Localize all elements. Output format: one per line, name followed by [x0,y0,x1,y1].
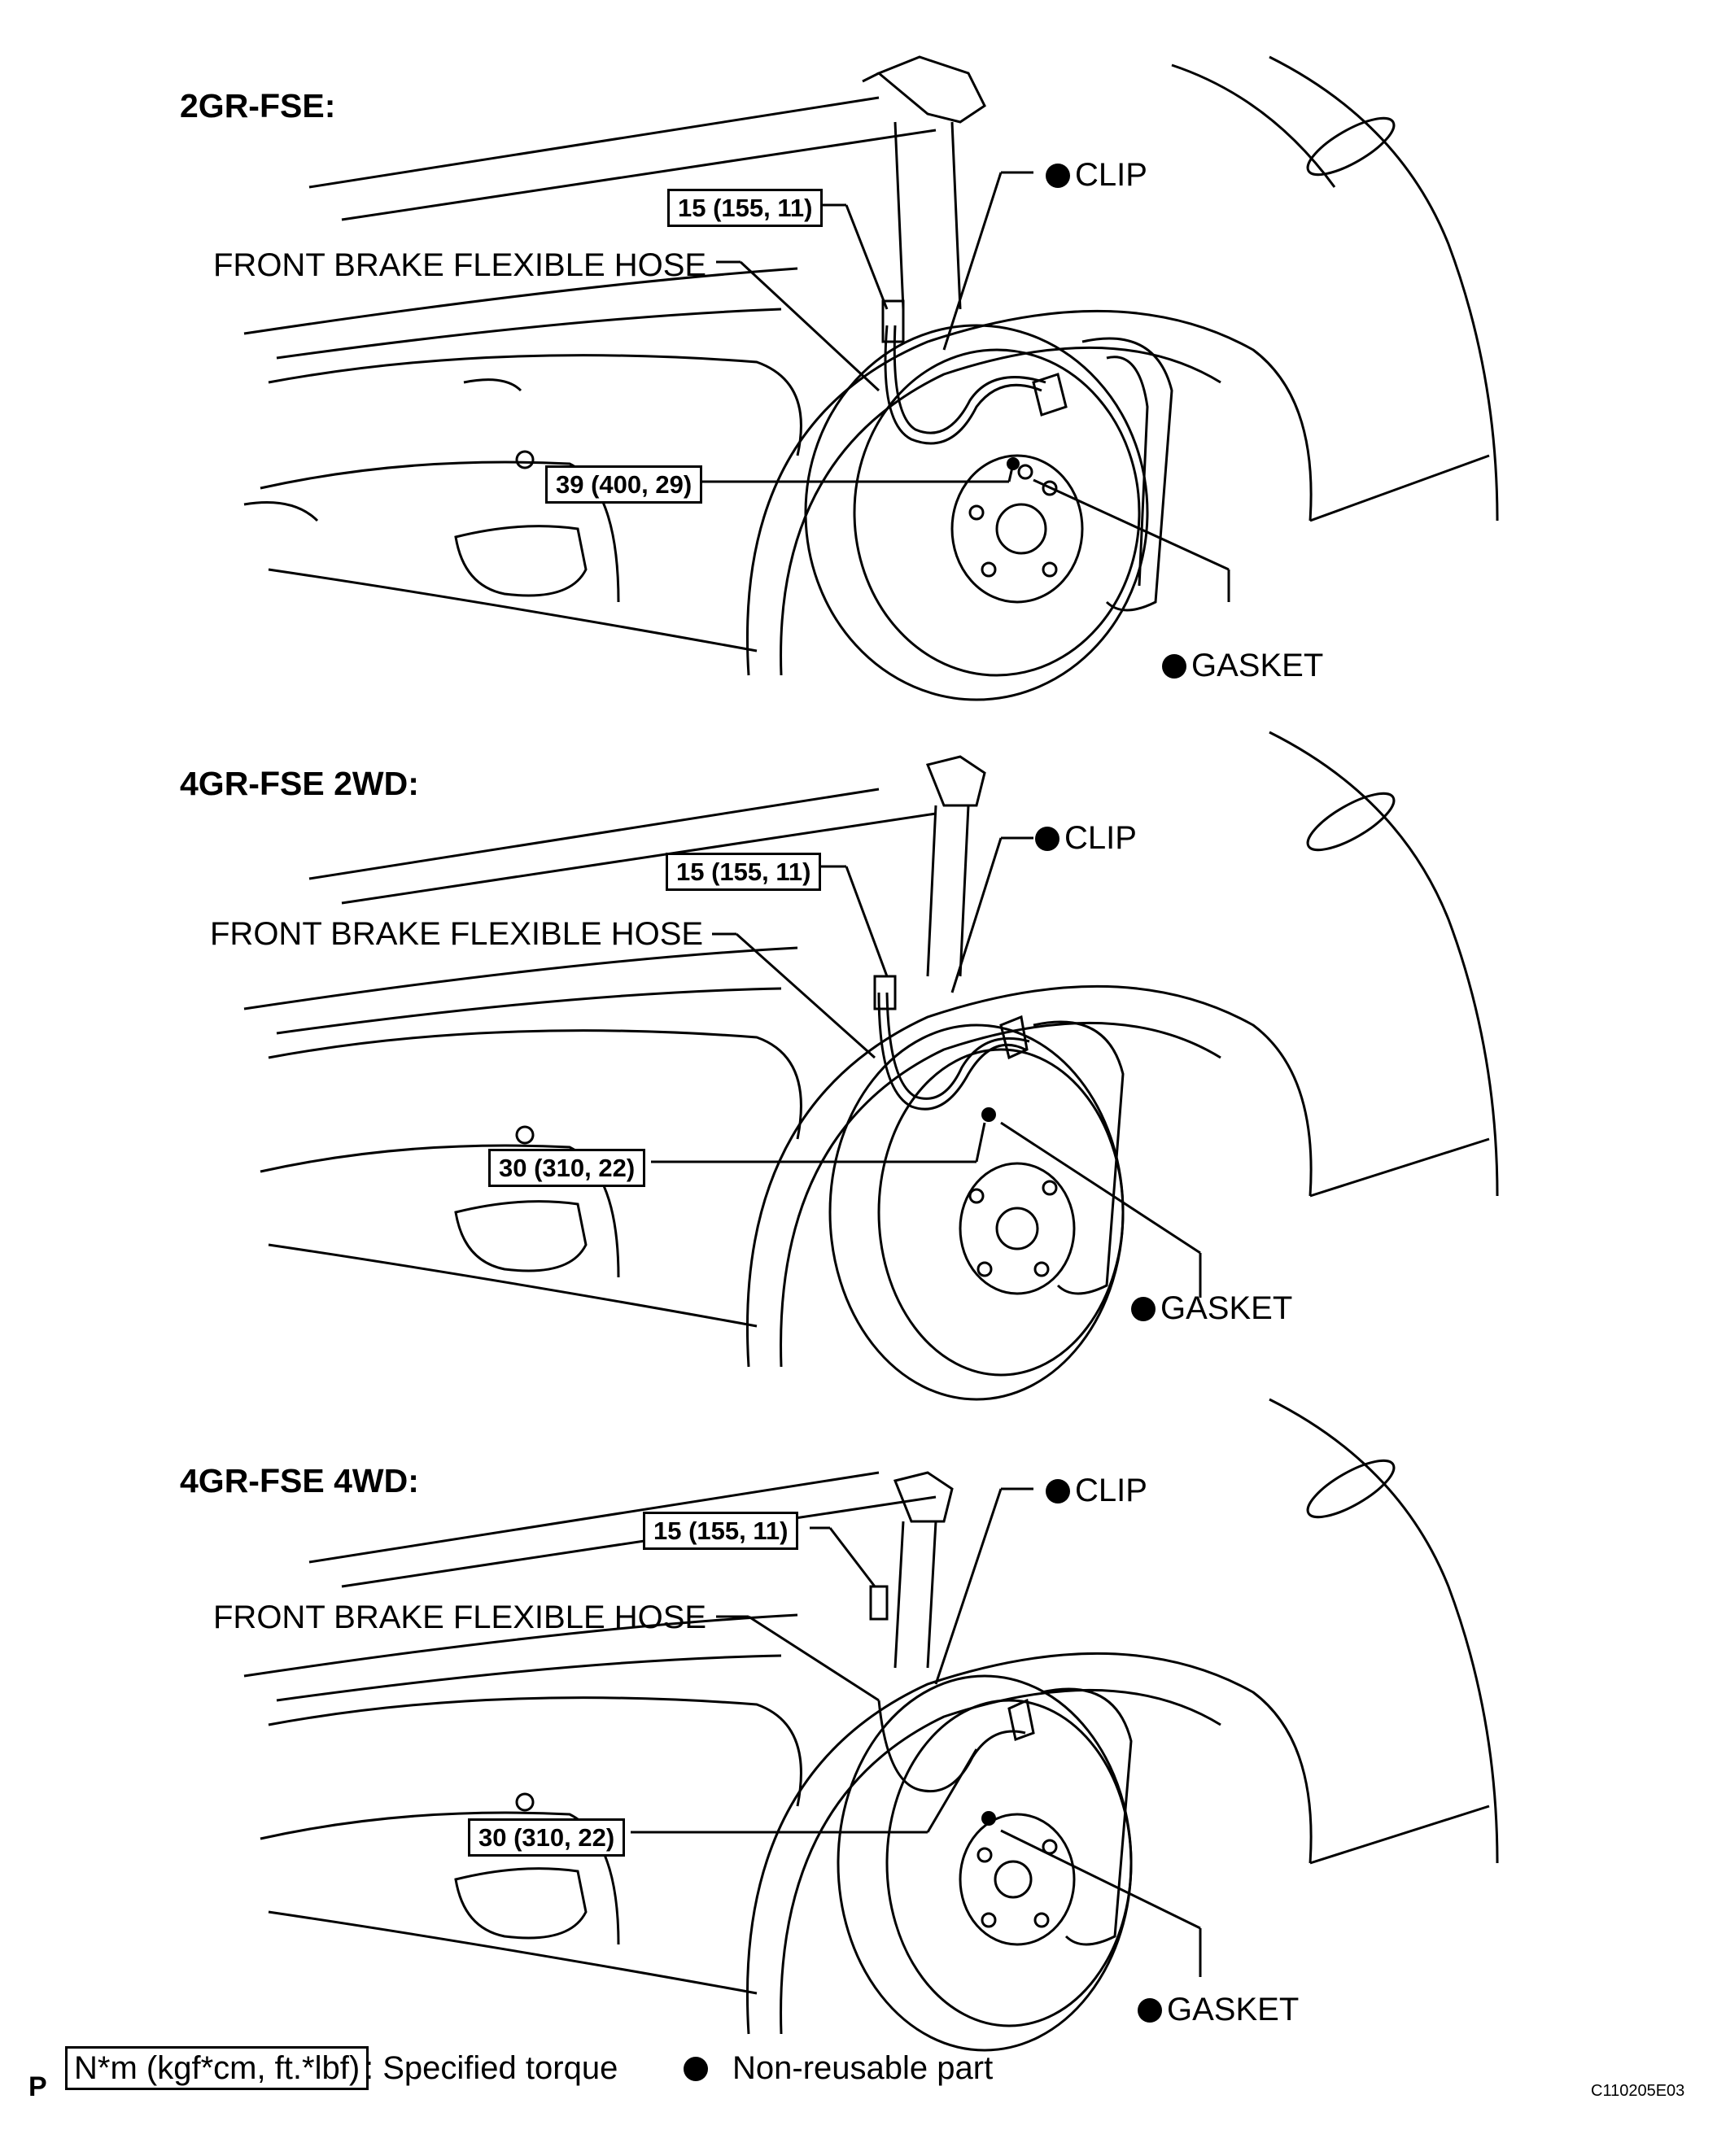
non-reusable-dot-icon [1138,1998,1162,2023]
panel-2-hose-torque: 15 (155, 11) [666,853,822,891]
non-reusable-dot-icon [1162,654,1186,679]
panel-3-clip-text: CLIP [1075,1473,1147,1508]
torque-description: : Specified torque [365,2050,618,2086]
panel-1-hose-torque: 15 (155, 11) [667,189,824,227]
non-reusable-dot-icon [1035,827,1059,851]
figure-code: C110205E03 [1591,2082,1685,2100]
panel-3-caliper-torque: 30 (310, 22) [468,1818,626,1857]
panel-1-clip-label: CLIP [1046,159,1147,191]
panel-3-drawing [243,1398,1499,2052]
panel-2-gasket-label: GASKET [1131,1292,1292,1325]
panel-3-title: 4GR-FSE 4WD: [180,1462,419,1499]
panel-1-drawing [243,55,1499,701]
panel-3-gasket-text: GASKET [1167,1992,1300,2027]
panel-2-clip-text: CLIP [1064,820,1137,856]
panel-2-drawing [243,731,1499,1401]
panel-1-gasket-label: GASKET [1162,649,1323,682]
panel-2-title: 4GR-FSE 2WD: [180,765,419,802]
panel-3-gasket-label: GASKET [1138,1993,1299,2026]
panel-2-gasket-text: GASKET [1160,1290,1293,1326]
non-reusable-dot-icon [684,2057,708,2081]
panel-1-gasket-text: GASKET [1191,648,1324,683]
panel-1-caliper-torque: 39 (400, 29) [545,465,703,504]
nonreusable-legend: Non-reusable part [684,2052,993,2084]
non-reusable-dot-icon [1046,1479,1070,1504]
nonreusable-description: Non-reusable part [732,2050,994,2086]
panel-2-caliper-torque: 30 (310, 22) [488,1149,646,1187]
panel-3-clip-label: CLIP [1046,1474,1147,1507]
panel-1-clip-text: CLIP [1075,157,1147,193]
panel-3-hose-label: FRONT BRAKE FLEXIBLE HOSE [213,1600,707,1635]
non-reusable-dot-icon [1046,164,1070,188]
panel-2-clip-label: CLIP [1035,822,1137,854]
panel-1-title: 2GR-FSE: [180,87,336,124]
panel-3-hose-torque: 15 (155, 11) [643,1512,799,1550]
page-marker: P [28,2071,47,2102]
panel-1-hose-label: FRONT BRAKE FLEXIBLE HOSE [213,247,707,283]
panel-2-hose-label: FRONT BRAKE FLEXIBLE HOSE [210,916,704,952]
non-reusable-dot-icon [1131,1297,1156,1321]
torque-unit-box: N*m (kgf*cm, ft.*lbf) [65,2046,369,2090]
